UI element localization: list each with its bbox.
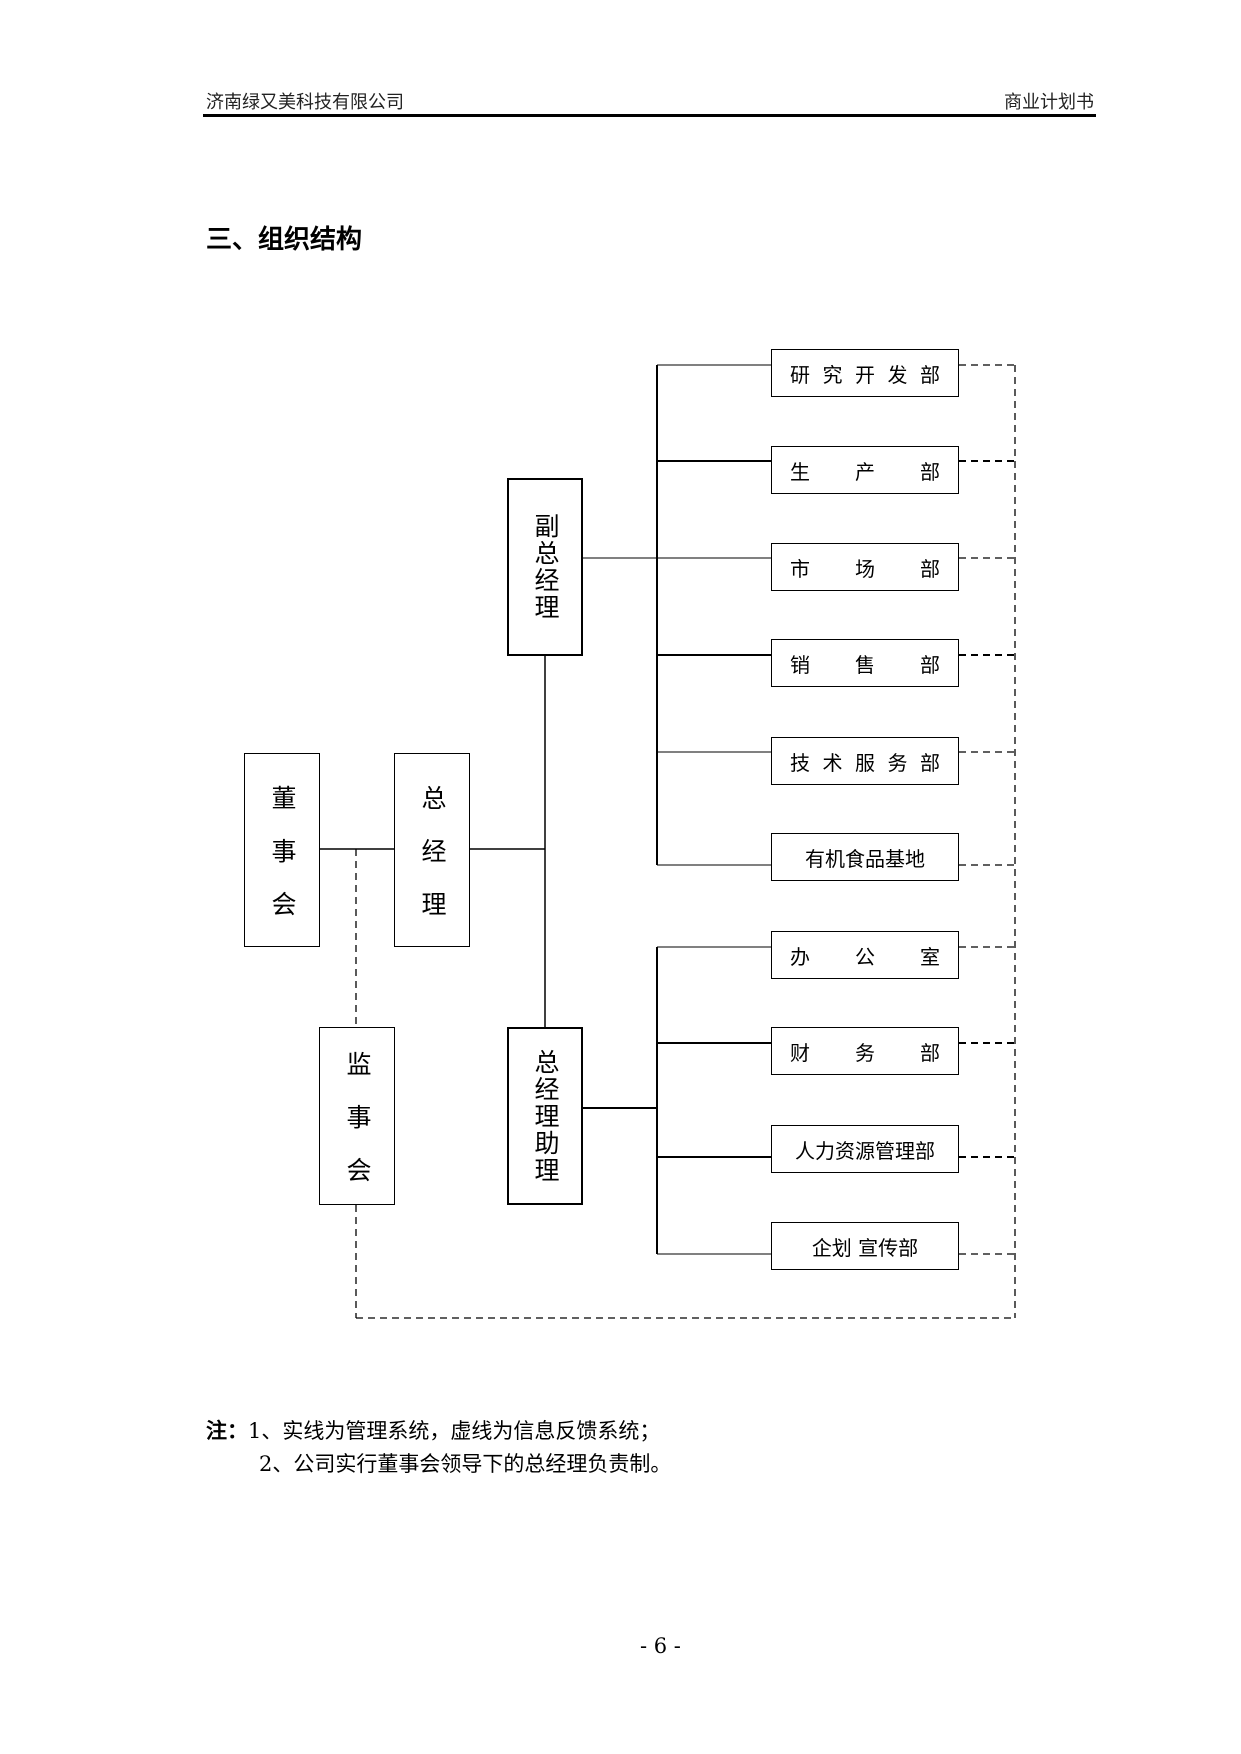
dept-label: 人力资源管理部 [795,1138,935,1163]
note-label: 注： [206,1419,248,1443]
header-rule [203,114,1096,117]
dept-hr: 人力资源管理部 [771,1125,959,1173]
dept-finance: 财务部 [771,1027,959,1075]
supervisory-board-label: 监事会 [343,1050,372,1210]
dept-label: 财务部 [790,1040,940,1065]
note-line-2: 2、公司实行董事会领导下的总经理负责制。 [259,1452,672,1476]
dept-organic-food-base: 有机食品基地 [771,833,959,881]
supervisory-board-box: 监事会 [319,1027,395,1210]
dept-rnd: 研究开发部 [771,349,959,397]
gm-assistant-label: 总经理助理 [531,1048,560,1184]
board-label: 董事会 [268,784,297,944]
deputy-gm-label: 副总经理 [531,513,560,621]
dept-label: 生产部 [790,459,940,484]
solid-lines [319,364,771,1255]
general-manager-label: 总经理 [418,784,447,944]
section-title: 三、组织结构 [206,225,363,255]
dept-marketing: 市场部 [771,543,959,591]
dashed-lines [355,364,1016,1319]
dept-tech-service: 技术服务部 [771,737,959,785]
dept-label: 市场部 [790,556,940,581]
dept-label: 研究开发部 [790,362,940,387]
dept-label: 销售部 [790,652,940,677]
note-text-1: 1、实线为管理系统，虚线为信息反馈系统； [248,1419,661,1443]
dept-office: 办公室 [771,931,959,979]
board-box: 董事会 [244,753,320,947]
gm-assistant-box: 总经理助理 [507,1027,583,1205]
dept-sales: 销售部 [771,639,959,687]
dept-production: 生产部 [771,446,959,494]
dept-planning-pr: 企划 宣传部 [771,1222,959,1270]
header-doc-type: 商业计划书 [1004,92,1094,113]
dept-label: 企划 宣传部 [811,1235,919,1260]
note-line-1: 注：1、实线为管理系统，虚线为信息反馈系统； [206,1415,660,1445]
general-manager-box: 总经理 [394,753,470,947]
header-company: 济南绿又美科技有限公司 [206,92,404,113]
deputy-gm-box: 副总经理 [507,478,583,656]
page-number: - 6 - [640,1634,681,1658]
dept-label: 有机食品基地 [805,846,925,871]
dept-label: 技术服务部 [790,750,940,775]
dept-label: 办公室 [790,944,940,969]
